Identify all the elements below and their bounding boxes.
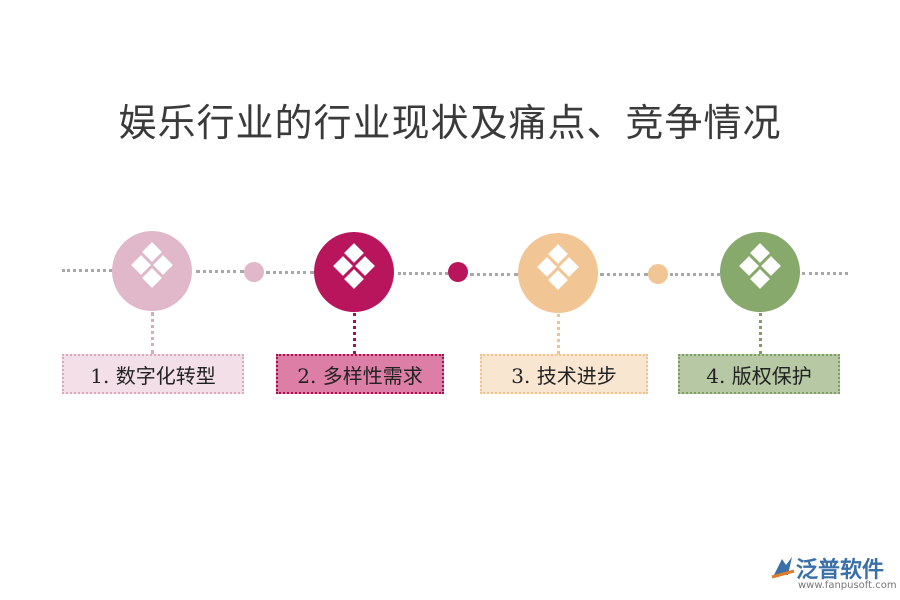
step-stem-3 xyxy=(557,314,560,354)
step-circle-4 xyxy=(720,232,800,312)
step-stem-4 xyxy=(759,313,762,354)
connector-line xyxy=(802,272,848,275)
logo-url: www.fanpusoft.com xyxy=(798,580,897,591)
step-label-3: 3. 技术进步 xyxy=(480,354,648,394)
step-circle-1 xyxy=(112,231,192,311)
connector-line xyxy=(266,271,314,274)
connector-line xyxy=(62,269,112,272)
connector-line xyxy=(196,270,244,273)
step-label-2: 2. 多样性需求 xyxy=(276,354,444,394)
connector-line xyxy=(600,273,648,276)
connector-line xyxy=(398,272,448,275)
connector-line xyxy=(670,273,720,276)
logo-name: 泛普软件 xyxy=(796,558,885,583)
connector-line xyxy=(470,273,518,276)
step-stem-1 xyxy=(151,312,154,354)
diamond-grid-icon xyxy=(131,242,173,288)
diamond-grid-icon xyxy=(739,243,781,289)
connector-dot xyxy=(244,262,264,282)
step-stem-2 xyxy=(353,313,356,354)
diamond-grid-icon xyxy=(537,244,579,290)
diamond-grid-icon xyxy=(333,243,375,289)
step-circle-3 xyxy=(518,233,598,313)
step-label-4: 4. 版权保护 xyxy=(678,354,840,394)
connector-dot xyxy=(648,264,668,284)
connector-dot xyxy=(448,262,468,282)
page-title: 娱乐行业的行业现状及痛点、竞争情况 xyxy=(118,101,782,145)
step-circle-2 xyxy=(314,232,394,312)
fanpu-logo-icon xyxy=(771,557,795,579)
step-label-1: 1. 数字化转型 xyxy=(62,354,244,394)
